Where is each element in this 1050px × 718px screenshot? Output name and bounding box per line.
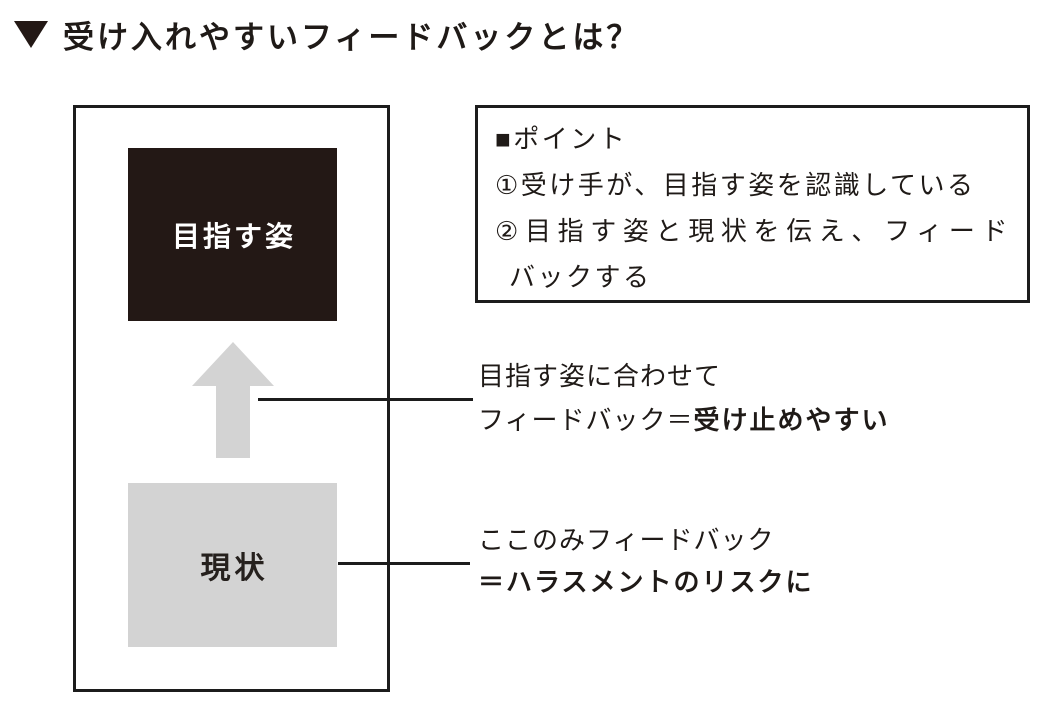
down-triangle-icon <box>14 21 48 48</box>
annotation-goal-line1: 目指す姿に合わせて <box>478 361 722 391</box>
annotation-current-line1: ここのみフィードバック <box>478 525 775 555</box>
annotation-goal-line2-bold: 受け止めやすい <box>693 405 890 435</box>
annotation-goal-line2: フィードバック＝受け止めやすい <box>478 398 890 442</box>
annotation-current-line2-bold: ＝ハラスメントのリスクに <box>478 567 814 597</box>
connector-line-arrow <box>258 398 473 401</box>
current-state-box-label: 現状 <box>200 552 269 585</box>
up-arrow-icon <box>192 342 274 458</box>
annotation-goal-feedback: 目指す姿に合わせて フィードバック＝受け止めやすい <box>478 354 890 442</box>
points-heading: ■ポイント <box>495 124 628 154</box>
goal-box-label: 目指す姿 <box>171 220 296 252</box>
goal-box: 目指す姿 <box>128 148 337 321</box>
points-item-2-continued: バックする <box>509 262 652 292</box>
annotation-goal-line2-regular: フィードバック＝ <box>478 405 694 435</box>
figure-title-text: 受け入れやすいフィードバックとは？ <box>63 20 641 55</box>
points-item-1: ①受け手が、目指す姿を認識している <box>495 170 976 200</box>
connector-line-current <box>338 562 470 565</box>
points-box: ■ポイント ①受け手が、目指す姿を認識している ②目指す姿と現状を伝え、フィード… <box>475 105 1030 303</box>
points-item-2: ②目指す姿と現状を伝え、フィード <box>495 216 1010 246</box>
figure-title: 受け入れやすいフィードバックとは？ <box>14 12 640 57</box>
annotation-current-feedback: ここのみフィードバック ＝ハラスメントのリスクに <box>478 519 813 603</box>
current-state-box: 現状 <box>128 483 337 647</box>
